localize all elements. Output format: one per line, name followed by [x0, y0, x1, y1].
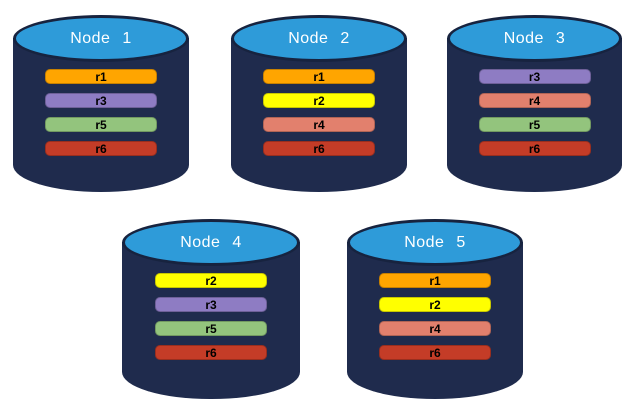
- cylinder-body: [122, 242, 300, 399]
- replica-list: r1 r2 r4 r6: [347, 273, 523, 360]
- node-title: Node 1: [70, 30, 132, 47]
- replica-bar: r3: [478, 69, 591, 84]
- replica-list: r3 r4 r5 r6: [447, 69, 622, 156]
- node-title: Node 3: [503, 30, 566, 47]
- replica-bar: r2: [263, 93, 375, 108]
- replica-list: r1 r3 r5 r6: [13, 69, 189, 156]
- replica-bar: r6: [45, 141, 157, 156]
- cylinder-top: Node 5: [347, 219, 523, 266]
- cylinder-top: Node 3: [447, 15, 622, 62]
- replica-bar: r5: [478, 117, 591, 132]
- node-title: Node 2: [288, 30, 350, 47]
- node-4: Node 4 r2 r3 r5 r6: [122, 219, 300, 399]
- node-1: Node 1 r1 r3 r5 r6: [13, 15, 189, 192]
- node-3: Node 3 r3 r4 r5 r6: [447, 15, 622, 192]
- node-5: Node 5 r1 r2 r4 r6: [347, 219, 523, 399]
- replica-bar: r5: [45, 117, 157, 132]
- cylinder-body: [13, 38, 189, 192]
- replica-bar: r2: [379, 297, 491, 312]
- cylinder-body: [231, 38, 407, 192]
- cylinder-body: [447, 38, 622, 192]
- replica-bar: r2: [155, 273, 267, 288]
- replica-list: r1 r2 r4 r6: [231, 69, 407, 156]
- replica-bar: r5: [155, 321, 267, 336]
- replica-bar: r1: [379, 273, 491, 288]
- cylinder-top: Node 2: [231, 15, 407, 62]
- replica-bar: r3: [45, 93, 157, 108]
- replica-list: r2 r3 r5 r6: [122, 273, 300, 360]
- replica-bar: r6: [379, 345, 491, 360]
- replica-bar: r6: [263, 141, 375, 156]
- node-title: Node 4: [180, 234, 242, 251]
- node-2: Node 2 r1 r2 r4 r6: [231, 15, 407, 192]
- replica-bar: r4: [379, 321, 491, 336]
- replica-bar: r4: [263, 117, 375, 132]
- cylinder-body: [347, 242, 523, 399]
- replica-bar: r4: [478, 93, 591, 108]
- replica-bar: r1: [263, 69, 375, 84]
- replica-bar: r6: [478, 141, 591, 156]
- replica-bar: r1: [45, 69, 157, 84]
- cylinder-top: Node 1: [13, 15, 189, 62]
- node-title: Node 5: [404, 234, 466, 251]
- replica-bar: r3: [155, 297, 267, 312]
- cylinder-top: Node 4: [122, 219, 300, 266]
- replica-bar: r6: [155, 345, 267, 360]
